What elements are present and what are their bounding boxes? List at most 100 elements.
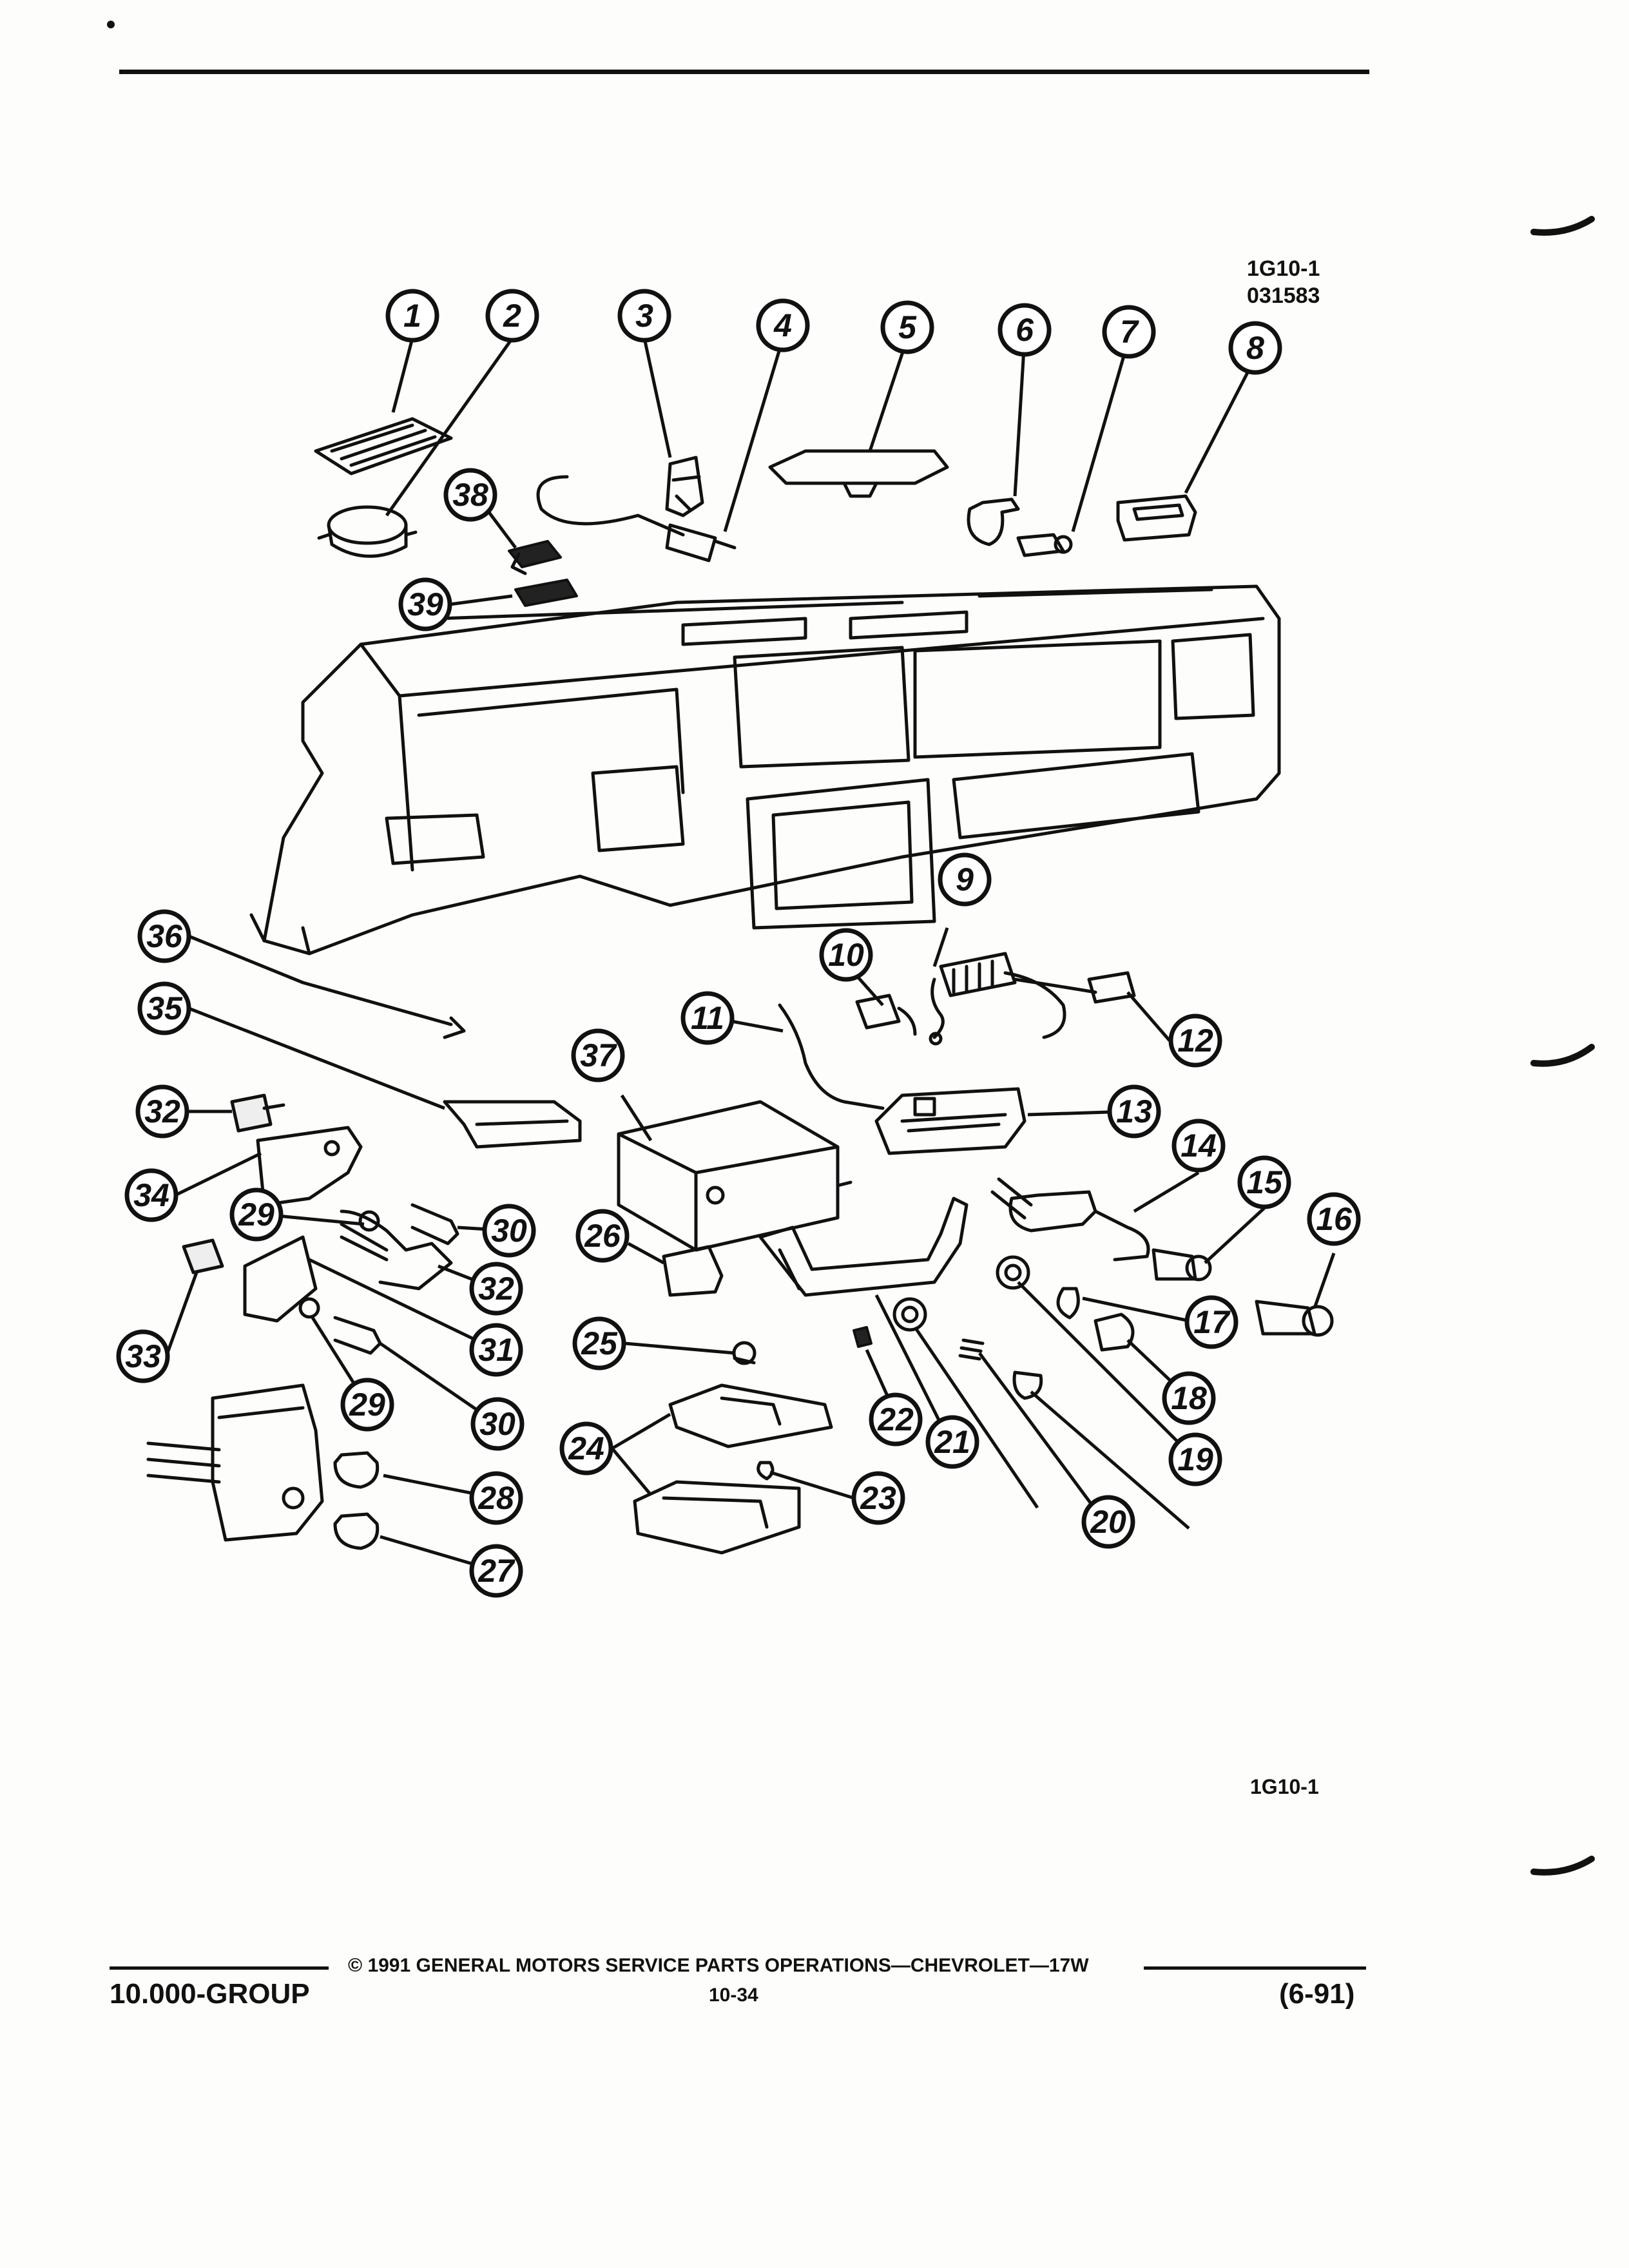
callout-12: 12 [1168,1014,1222,1068]
figure-code: 031583 [1247,284,1320,308]
callout-10: 10 [819,928,873,982]
svg-text:33: 33 [125,1338,161,1374]
svg-text:32: 32 [144,1093,180,1129]
footer-page-number: 10-34 [709,1984,758,2006]
callout-26: 26 [575,1209,630,1263]
callout-25: 25 [572,1316,626,1370]
part-4-cable [536,475,737,562]
part-5-speaker [768,449,949,498]
part-13-control-head [874,1087,1027,1155]
part-17-clip [1056,1287,1080,1320]
footer-date-code: (6-91) [1279,1978,1355,2010]
svg-text:37: 37 [580,1037,617,1073]
svg-text:11: 11 [691,1000,724,1036]
svg-text:10: 10 [828,937,864,973]
callout-23: 23 [851,1471,905,1525]
callout-14: 14 [1171,1119,1226,1173]
part-29-knob-b [298,1297,320,1319]
svg-text:3: 3 [635,298,653,334]
svg-text:24: 24 [568,1430,604,1466]
part-6-clip [967,497,1020,546]
part-14-switch [990,1177,1150,1262]
callout-3: 3 [617,289,671,343]
footer-copyright: © 1991 GENERAL MOTORS SERVICE PARTS OPER… [348,1955,1089,1976]
callout-28: 28 [469,1471,523,1525]
part-39-connector [514,579,578,607]
callout-32-b: 32 [469,1262,523,1316]
callout-19: 19 [1168,1432,1222,1486]
part-32-switch-a [230,1093,285,1133]
figure-label-bottom: 1G10-1 [1250,1775,1319,1798]
svg-text:26: 26 [584,1218,621,1254]
margin-mark-1 [1530,216,1595,236]
part-26-bracket [662,1245,724,1297]
svg-text:22: 22 [877,1401,914,1437]
part-switch-assembly [146,1383,324,1542]
callout-30-b: 30 [470,1397,525,1451]
part-32-switch-b [340,1209,453,1291]
part-2-round-cover [317,505,418,558]
callout-38: 38 [443,468,497,522]
callout-29-b: 29 [340,1378,394,1432]
svg-text:13: 13 [1116,1093,1152,1129]
callout-1: 1 [385,289,439,343]
callout-20: 20 [1081,1495,1135,1549]
part-31-bracket [243,1235,318,1323]
callout-2: 2 [485,289,539,343]
part-35-switch [443,1100,582,1149]
part-20-spring [958,1338,985,1361]
part-34-bracket [256,1126,363,1207]
svg-text:2: 2 [503,298,521,334]
svg-text:38: 38 [452,477,488,513]
callout-21: 21 [925,1415,979,1469]
part-18-cap [1094,1312,1135,1352]
part-11-cable [778,1003,885,1110]
callout-16: 16 [1307,1192,1361,1246]
svg-text:35: 35 [146,990,183,1026]
part-27-bulb [333,1512,380,1550]
footer-rule-left [110,1966,329,1970]
part-36-rod [301,981,466,1039]
part-22-screw [853,1326,872,1348]
svg-text:28: 28 [477,1480,514,1516]
svg-text:17: 17 [1193,1304,1231,1340]
callout-33: 33 [116,1329,170,1383]
part-23-spring [757,1461,775,1481]
svg-text:9: 9 [956,861,974,898]
callout-8: 8 [1228,321,1282,375]
svg-text:32: 32 [478,1271,514,1307]
part-37-module [617,1100,853,1252]
callout-7: 7 [1102,305,1156,359]
part-24-tray-top [668,1383,833,1448]
callout-13: 13 [1107,1084,1161,1139]
svg-text:29: 29 [349,1387,385,1423]
callout-22: 22 [869,1392,923,1446]
part-8-switch [1116,494,1197,542]
svg-text:34: 34 [133,1177,169,1213]
svg-text:15: 15 [1246,1164,1283,1200]
svg-text:8: 8 [1246,330,1264,366]
callout-32-a: 32 [135,1084,189,1139]
svg-text:25: 25 [581,1325,618,1361]
svg-text:36: 36 [146,918,183,954]
part-16-knob [1255,1300,1334,1337]
svg-text:4: 4 [773,307,792,343]
svg-text:30: 30 [479,1406,516,1442]
part-1-vent-grille [314,417,453,476]
part-38-connector [508,540,562,575]
svg-text:21: 21 [934,1424,970,1460]
svg-text:20: 20 [1090,1504,1126,1540]
callout-6: 6 [998,303,1052,357]
part-12-harness [939,952,1136,1039]
callout-39: 39 [398,577,452,631]
svg-text:27: 27 [477,1553,516,1589]
callout-29-a: 29 [229,1187,284,1242]
part-3-bracket [665,456,704,517]
part-28-bulb [333,1451,380,1489]
part-30-pin-b [333,1316,382,1355]
callout-11: 11 [680,991,735,1045]
svg-text:39: 39 [407,586,443,622]
callout-17: 17 [1184,1295,1239,1349]
